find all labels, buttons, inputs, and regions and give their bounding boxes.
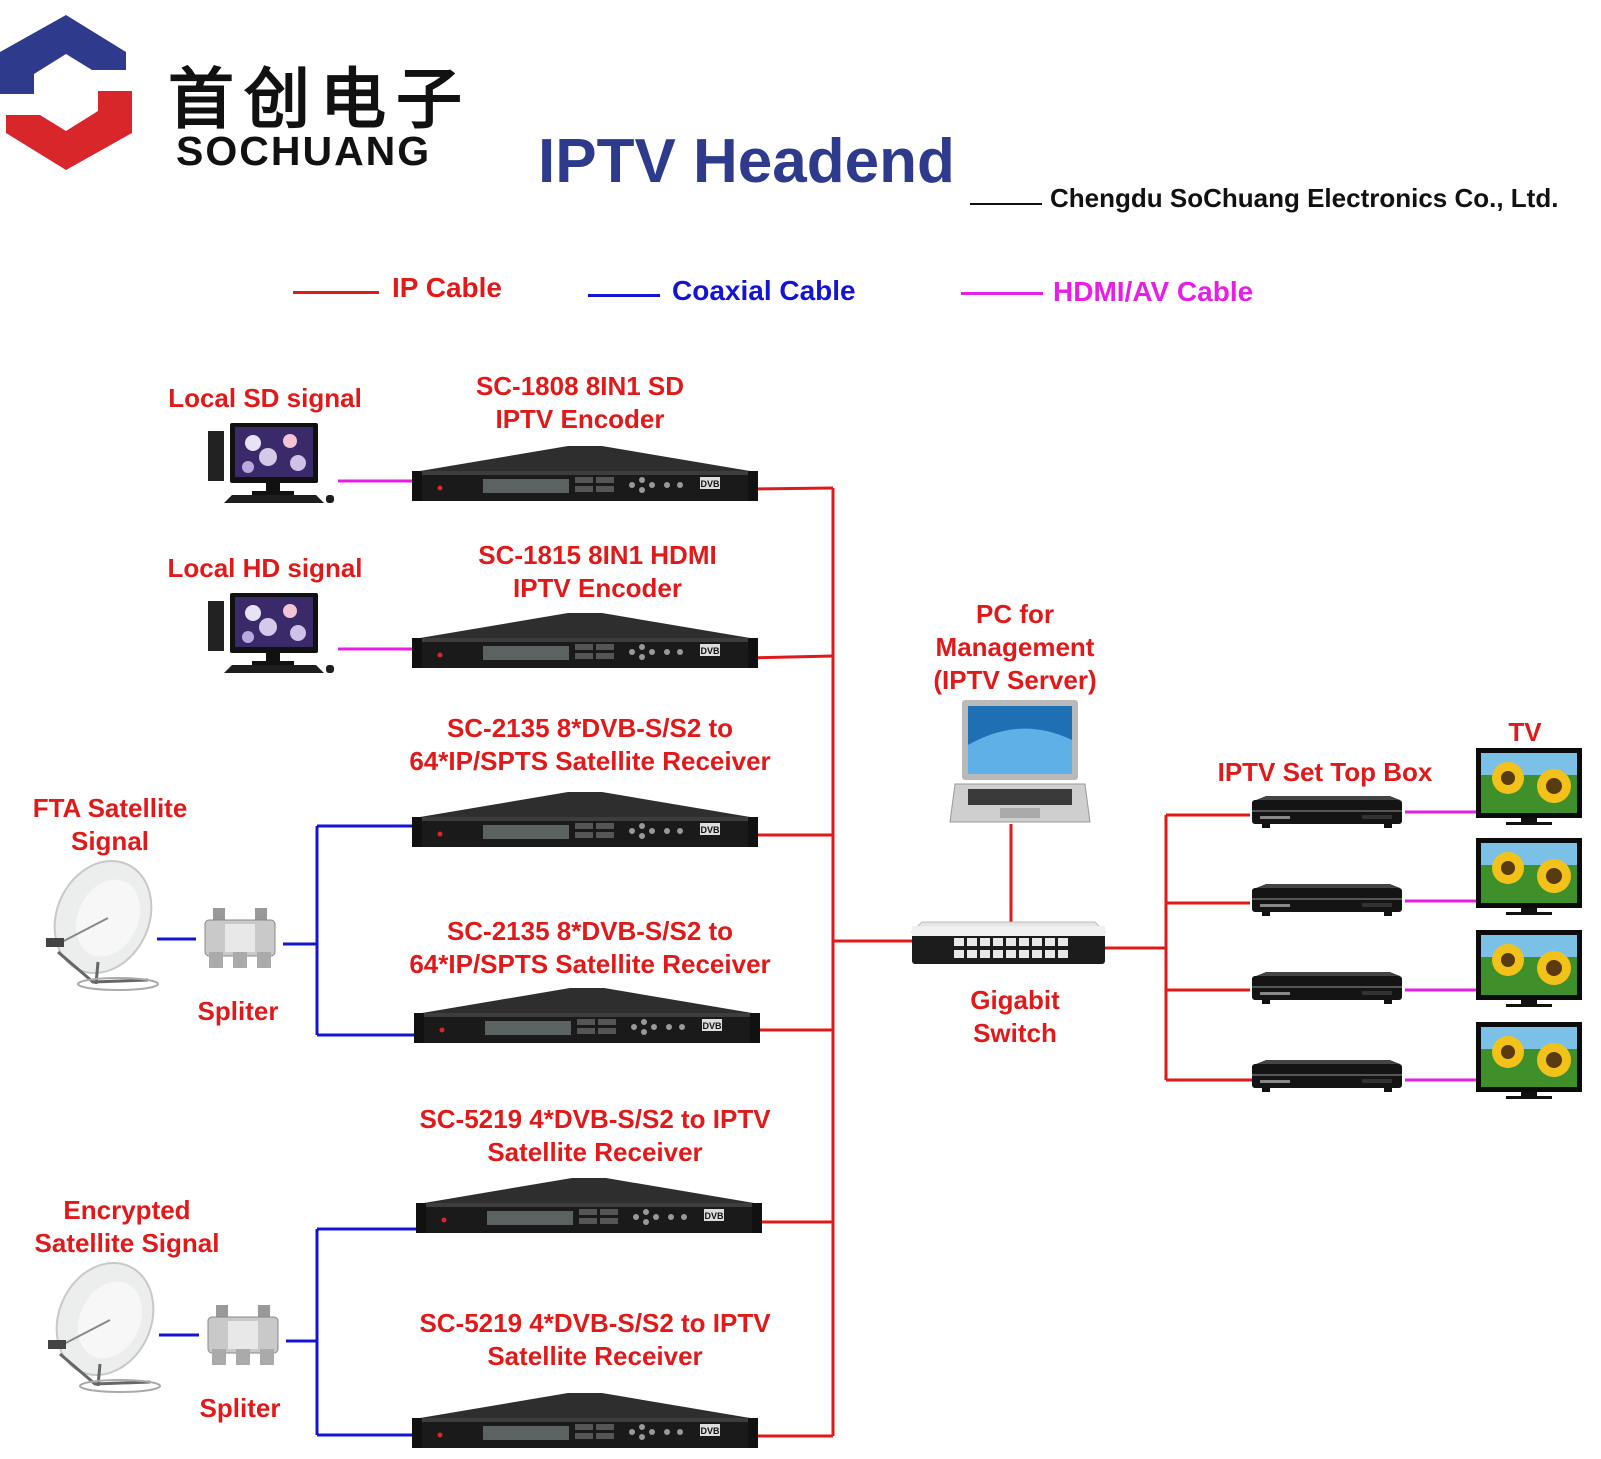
legend-ip-label: IP Cable — [392, 272, 502, 303]
device-label: SC-5219 4*DVB-S/S2 to IPTV Satellite Rec… — [419, 1104, 771, 1167]
set-top-box-icon — [1252, 884, 1402, 916]
local-hd-label: Local HD signal — [167, 553, 363, 583]
rack-encoder-icon — [414, 988, 760, 1043]
tv-label: TV — [1508, 717, 1542, 747]
splitter-icon — [207, 1304, 279, 1366]
set-top-box-icon — [1252, 972, 1402, 1004]
brand-chinese-name: 首创电子 — [168, 60, 472, 138]
legend-hdmi-label: HDMI/AV Cable — [1053, 276, 1254, 307]
tv-icon — [1476, 748, 1582, 825]
gigabit-switch-label: Gigabit Switch — [970, 985, 1060, 1048]
legend-coax-label: Coaxial Cable — [672, 275, 856, 306]
company-name: Chengdu SoChuang Electronics Co., Ltd. — [1050, 183, 1559, 213]
legend-ip-line — [293, 291, 379, 294]
management-pc-label: PC for Management (IPTV Server) — [933, 599, 1097, 695]
set-top-box-icon — [1252, 796, 1402, 828]
desktop-pc-icon — [208, 423, 334, 503]
gigabit-switch-icon — [910, 921, 1107, 964]
rack-encoder-icon — [412, 613, 758, 668]
set-top-box-icon — [1252, 1060, 1402, 1092]
device-label: SC-2135 8*DVB-S/S2 to 64*IP/SPTS Satelli… — [409, 713, 771, 776]
rack-encoder-icon — [412, 792, 758, 847]
tv-icon — [1476, 1022, 1582, 1099]
tv-icon — [1476, 838, 1582, 915]
legend-hdmi-line — [961, 292, 1043, 295]
rack-encoder-icon — [412, 1393, 758, 1448]
fta-satellite-label: FTA Satellite Signal — [32, 793, 188, 856]
satellite-dish-icon — [37, 1245, 173, 1394]
logo-mark — [0, 15, 132, 170]
splitter-icon — [204, 907, 276, 969]
splitter-label: Spliter — [197, 996, 279, 1026]
satellite-dish-icon — [35, 843, 171, 992]
encrypted-satellite-label: Encrypted Satellite Signal — [34, 1195, 220, 1258]
device-label: SC-1808 8IN1 SD IPTV Encoder — [475, 371, 685, 434]
local-sd-label: Local SD signal — [168, 383, 362, 413]
splitter-label: Spliter — [199, 1393, 281, 1423]
page-title: IPTV Headend — [538, 127, 955, 196]
laptop-icon — [949, 700, 1091, 823]
desktop-pc-icon — [208, 593, 334, 673]
device-label: SC-2135 8*DVB-S/S2 to 64*IP/SPTS Satelli… — [409, 916, 771, 979]
device-label: SC-1815 8IN1 HDMI IPTV Encoder — [478, 540, 717, 603]
tv-icon — [1476, 930, 1582, 1007]
device-label: SC-5219 4*DVB-S/S2 to IPTV Satellite Rec… — [419, 1308, 771, 1371]
company-dash — [970, 203, 1042, 205]
legend-coax-line — [588, 294, 660, 297]
rack-encoder-icon — [412, 446, 758, 501]
set-top-box-label: IPTV Set Top Box — [1217, 757, 1433, 787]
rack-encoder-icon — [416, 1178, 762, 1233]
brand-name: SOCHUANG — [176, 128, 432, 174]
